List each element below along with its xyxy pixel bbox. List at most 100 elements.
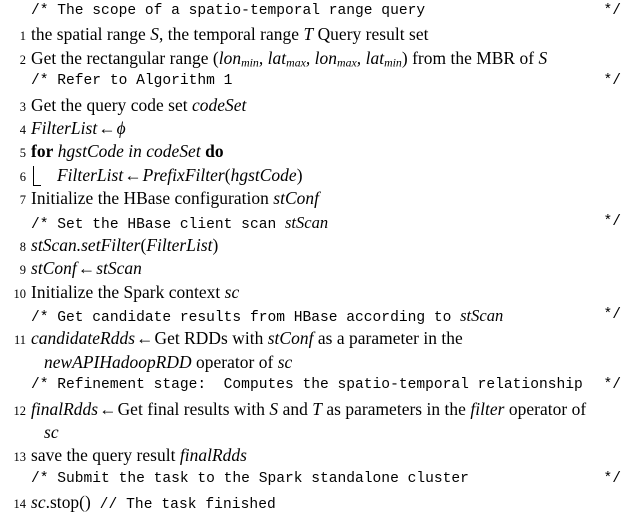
comment-text: /* Refinement stage: Computes the spatio… xyxy=(31,377,583,394)
line-number: 13 xyxy=(13,450,27,465)
identifier-T: T xyxy=(303,24,314,45)
keyword-do: do xyxy=(205,141,224,162)
comment-text: /* Get candidate results from HBase acco… xyxy=(26,304,503,330)
line-number: 7 xyxy=(19,193,26,208)
assign-arrow-icon: ← xyxy=(99,398,117,419)
comment-line-submit-task: /* Submit the task to the Spark standalo… xyxy=(0,468,624,491)
algorithm-line-11: 11 candidateRdds←Get RDDs with stConf as… xyxy=(0,327,624,350)
comment-line-scope: /* The scope of a spatio-temporal range … xyxy=(0,0,624,23)
line-content: sc.stop() // The task finished xyxy=(26,491,276,517)
text-fragment: and xyxy=(278,398,313,419)
text-fragment: Get the query code set xyxy=(31,94,192,115)
line-content: FilterList←ϕ xyxy=(26,117,126,140)
identifier-stScan: stScan xyxy=(284,212,329,232)
line-content: the spatial range S, the temporal range … xyxy=(26,23,428,46)
line-number: 3 xyxy=(19,99,26,114)
line-number: 2 xyxy=(19,52,26,67)
identifier-stConf: stConf xyxy=(267,328,314,349)
line-content: sc xyxy=(26,421,59,444)
comment-text: /* The scope of a spatio-temporal range … xyxy=(31,3,426,19)
symbol-phi: ϕ xyxy=(116,117,126,138)
line-number: 14 xyxy=(13,497,27,512)
identifier-stScan-setFilter: stScan.setFilter xyxy=(31,234,141,255)
algorithm-line-11-continuation: newAPIHadoopRDD operator of sc xyxy=(0,351,624,374)
identifier-lat-max: lat xyxy=(267,47,287,68)
identifier-stConf: stConf xyxy=(31,258,77,279)
line-content: Initialize the HBase configuration stCon… xyxy=(26,187,319,210)
comment-text-fragment: /* Set the HBase client scan xyxy=(31,216,285,233)
comment-close-marker: */ xyxy=(603,377,621,394)
text-fragment: ) from the MBR of xyxy=(401,47,539,68)
comment-text: /* Submit the task to the Spark standalo… xyxy=(31,470,469,487)
line-number: 8 xyxy=(19,239,26,254)
identifier-sc: sc xyxy=(31,492,46,513)
text-fragment: , the temporal range xyxy=(158,24,304,45)
line-number: 12 xyxy=(13,403,27,418)
text-fragment: Initialize the Spark context xyxy=(31,281,225,302)
line-content: stScan.setFilter(FilterList) xyxy=(26,234,218,257)
assign-arrow-icon: ← xyxy=(124,164,142,185)
loop-expression: hgstCode in codeSet xyxy=(57,141,201,162)
algorithm-line-1: 1 the spatial range S, the temporal rang… xyxy=(0,23,624,46)
algorithm-line-2: 2 Get the rectangular range ( lon min, lat… xyxy=(0,47,624,70)
subscript-min: min xyxy=(241,55,259,70)
line-content: for hgstCode in codeSet do xyxy=(26,140,224,163)
comma: , xyxy=(258,47,268,68)
algorithm-line-5: 5 for hgstCode in codeSet do xyxy=(0,140,624,163)
identifier-candidateRdds: candidateRdds xyxy=(31,328,136,349)
line-content: Get the query code set codeSet xyxy=(26,94,246,117)
comment-line-set-hbase-client-scan: /* Set the HBase client scan stScan */ xyxy=(0,211,624,234)
comment-close-marker: */ xyxy=(603,3,621,19)
comment-text-fragment: /* Get candidate results from HBase acco… xyxy=(31,310,461,327)
identifier-lon-max: lon xyxy=(314,47,338,68)
line-content: finalRdds←Get final results with S and T… xyxy=(26,398,586,421)
identifier-finalRdds: finalRdds xyxy=(179,445,247,466)
comment-close-marker: */ xyxy=(603,307,621,324)
identifier-S: S xyxy=(269,398,279,419)
comment-close-marker: */ xyxy=(603,73,621,90)
identifier-PrefixFilter: PrefixFilter xyxy=(142,164,225,185)
subscript-max: max xyxy=(337,55,357,70)
loop-body-bracket-icon xyxy=(33,165,41,186)
identifier-FilterList: FilterList xyxy=(31,117,98,138)
paren-open: ( xyxy=(140,234,147,255)
text-fragment: operator of xyxy=(191,351,278,372)
comment-line-refer-algorithm: /* Refer to Algorithm 1 */ xyxy=(0,70,624,93)
assign-arrow-icon: ← xyxy=(136,328,154,349)
line-number: 11 xyxy=(13,333,26,348)
text-fragment: operator of xyxy=(504,398,587,419)
line-content: Get the rectangular range (lonmin, latma… xyxy=(26,47,547,75)
identifier-stScan: stScan xyxy=(460,306,504,326)
text-fragment: Initialize the HBase configuration xyxy=(31,188,274,209)
text-fragment: Query result set xyxy=(313,24,429,45)
identifier-codeSet: codeSet xyxy=(192,94,247,115)
paren-close: ) xyxy=(296,164,303,185)
line-number: 10 xyxy=(13,286,27,301)
identifier-FilterList: FilterList xyxy=(146,234,213,255)
line-content: save the query result finalRdds xyxy=(26,444,247,467)
assign-arrow-icon: ← xyxy=(98,117,116,138)
line-content: newAPIHadoopRDD operator of sc xyxy=(26,351,292,374)
text-fragment: the spatial range xyxy=(31,24,151,45)
identifier-stConf: stConf xyxy=(273,188,319,209)
line-number: 9 xyxy=(19,263,26,278)
text-fragment: Get the rectangular range ( xyxy=(31,47,219,68)
comma: , xyxy=(356,47,366,68)
line-content: candidateRdds←Get RDDs with stConf as a … xyxy=(26,327,463,350)
identifier-stScan: stScan xyxy=(96,258,142,279)
text-fragment: as parameters in the xyxy=(321,398,471,419)
subscript-min: min xyxy=(384,55,402,70)
identifier-sc: sc xyxy=(44,422,59,443)
algorithm-line-13: 13 save the query result finalRdds xyxy=(0,444,624,467)
identifier-T: T xyxy=(312,398,322,419)
line-number: 4 xyxy=(19,122,26,137)
identifier-lat-min: lat xyxy=(365,47,385,68)
identifier-finalRdds: finalRdds xyxy=(31,398,99,419)
identifier-S: S xyxy=(150,24,159,45)
comment-text: /* Refer to Algorithm 1 xyxy=(31,73,233,90)
line-content: Initialize the Spark context sc xyxy=(26,281,239,304)
identifier-S: S xyxy=(538,47,548,68)
comment-close-marker: */ xyxy=(603,213,621,230)
line-content: stConf←stScan xyxy=(26,257,142,280)
algorithm-line-12-continuation: sc xyxy=(0,421,624,444)
